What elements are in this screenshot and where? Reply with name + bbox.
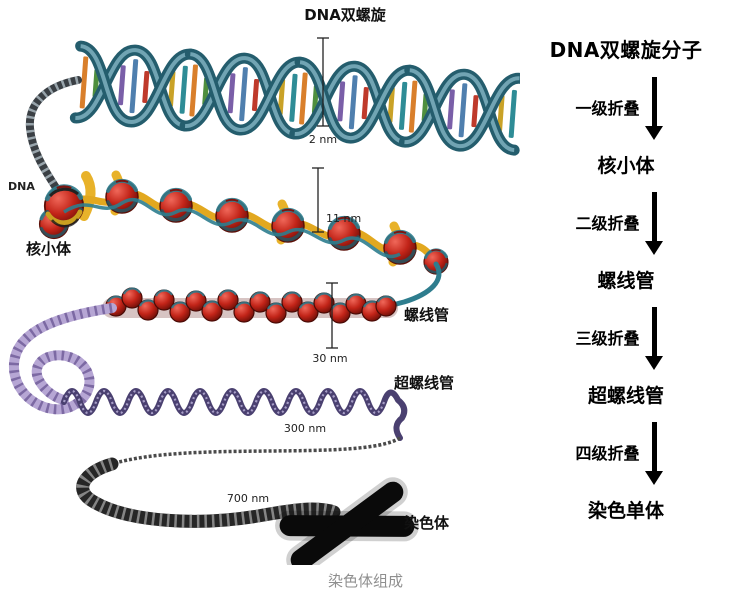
- fold-label-2: 二级折叠: [575, 214, 640, 233]
- measure-300nm-label: 300 nm: [284, 422, 326, 435]
- label-nucleosome: 核小体: [26, 240, 72, 258]
- down-arrow-icon: [651, 192, 657, 242]
- super-solenoid-fiber: [61, 388, 408, 466]
- fold-label-4: 四级折叠: [575, 444, 640, 463]
- label-dna: DNA: [8, 180, 35, 193]
- flow-step-3: 三级折叠: [575, 293, 657, 381]
- solenoid-fiber: [102, 286, 398, 325]
- dna-packaging-illustration: DNA双螺旋 2 nm DNA 核小体 11 nm 螺线管 30 nm 超螺线管…: [8, 6, 520, 565]
- dna-double-helix: [75, 46, 519, 150]
- dna-strand-coil: [25, 76, 82, 198]
- measurement-30nm: [326, 282, 338, 349]
- measure-700nm-label: 700 nm: [227, 492, 269, 505]
- flow-step-4: 四级折叠: [575, 408, 657, 496]
- down-arrow-icon: [651, 307, 657, 357]
- condensed-coil: [76, 457, 341, 528]
- label-solenoid: 螺线管: [404, 306, 449, 324]
- label-chromosome: 染色体: [403, 514, 450, 532]
- chromosome-shape: [275, 477, 419, 565]
- figure-caption: 染色体组成: [327, 572, 403, 590]
- flow-step-1: 一级折叠: [575, 63, 657, 151]
- measurement-11nm: [312, 167, 324, 233]
- measure-2nm-label: 2 nm: [309, 133, 337, 146]
- label-super-solenoid: 超螺线管: [393, 374, 454, 392]
- flow-node-super-solenoid: 超螺线管: [587, 385, 664, 407]
- folding-flowchart: DNA双螺旋分子 一级折叠 核小体 二级折叠 螺线管 三级折叠 超螺线管 四级折…: [524, 34, 728, 523]
- down-arrow-icon: [651, 77, 657, 127]
- measure-11nm-label: 11 nm: [326, 212, 361, 225]
- flow-node-nucleosome: 核小体: [597, 155, 655, 177]
- fold-label-1: 一级折叠: [575, 99, 640, 118]
- measurement-2nm: [317, 37, 329, 127]
- flow-node-chromatid: 染色单体: [587, 500, 664, 522]
- fold-label-3: 三级折叠: [575, 329, 640, 348]
- flow-step-2: 二级折叠: [575, 178, 657, 266]
- nucleosome-chain: [37, 170, 450, 310]
- label-dna-helix: DNA双螺旋: [304, 6, 387, 24]
- looped-fiber: [9, 303, 117, 415]
- measure-30nm-label: 30 nm: [312, 352, 347, 365]
- flow-title: DNA双螺旋分子: [549, 38, 703, 62]
- flow-node-solenoid: 螺线管: [597, 270, 655, 292]
- down-arrow-icon: [651, 422, 657, 472]
